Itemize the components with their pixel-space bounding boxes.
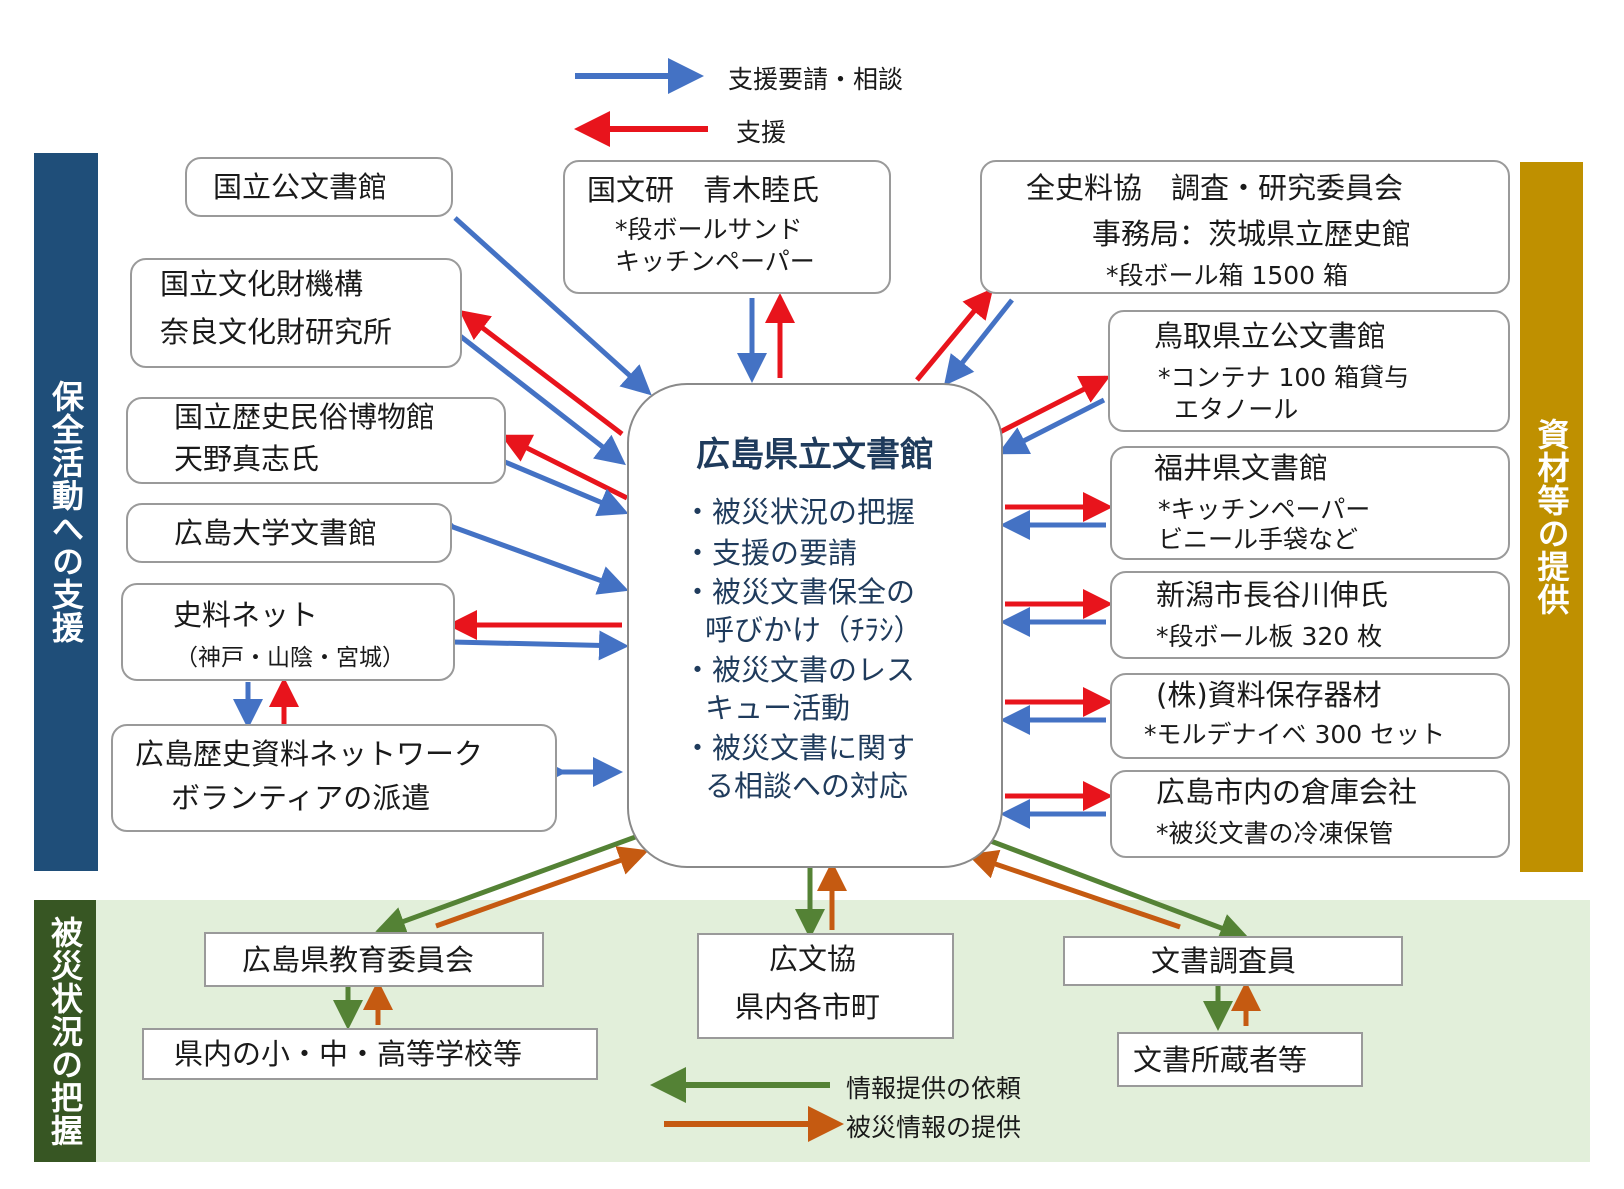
box-zenshiryokyo: 全史料協 調査・研究委員会 事務局：茨城県立歴史館 *段ボール箱 1500 箱 [980, 160, 1510, 294]
kokubunken-line1: 国文研 青木睦氏 [587, 173, 820, 207]
box-schools: 県内の小・中・高等学校等 [142, 1028, 598, 1080]
nara-line1: 国立文化財機構 [160, 267, 364, 301]
center-item-3b: 呼びかけ（ﾁﾗｼ） [705, 613, 923, 647]
center-item-5: ・被災文書に関す [683, 731, 916, 765]
shiryo-hozon-line2: *モルデナイベ 300 セット [1144, 720, 1446, 749]
box-board-of-education: 広島県教育委員会 [204, 932, 544, 987]
zenshiryokyo-line2: 事務局：茨城県立歴史館 [1092, 217, 1412, 251]
legend-support-label: 支援 [736, 118, 787, 147]
box-investigator: 文書調査員 [1063, 936, 1403, 986]
box-warehouse: 広島市内の倉庫会社 *被災文書の冷凍保管 [1110, 770, 1510, 858]
bottom-band-label: 被災状況の把握 [46, 915, 84, 1147]
box-kobunkyo: 広文協 県内各市町 [697, 933, 954, 1039]
center-item-1: ・被災状況の把握 [683, 495, 916, 529]
box-shiryo-net: 史料ネット （神戸・山陰・宮城） [121, 583, 455, 681]
box-owners: 文書所蔵者等 [1117, 1032, 1363, 1087]
fukui-line3: ビニール手袋など [1158, 525, 1359, 554]
shiryo-net-line1: 史料ネット [173, 598, 319, 632]
shiryo-hozon-line1: (株)資料保存器材 [1156, 678, 1382, 712]
board-label: 広島県教育委員会 [242, 943, 475, 977]
schools-label: 県内の小・中・高等学校等 [174, 1037, 523, 1071]
arrow-zenshiryokyo-request [915, 288, 994, 382]
center-item-3: ・被災文書保全の [683, 575, 916, 609]
left-band-label: 保全活動への支援 [47, 380, 85, 644]
tottori-line2: *コンテナ 100 箱貸与 [1158, 363, 1410, 392]
box-shiryo-hozon: (株)資料保存器材 *モルデナイベ 300 セット [1110, 673, 1510, 759]
arrow-univ-request [424, 504, 629, 595]
niigata-line1: 新潟市長谷川伸氏 [1156, 578, 1389, 612]
kokubunken-line3: キッチンペーパー [615, 247, 815, 276]
legend-request-label: 支援要請・相談 [728, 65, 904, 94]
right-band: 資材等の提供 [1520, 162, 1583, 872]
fukui-line2: *キッチンペーパー [1158, 495, 1371, 524]
shiryo-net-line2: （神戸・山陰・宮城） [175, 645, 405, 671]
hiroshima-univ-label: 広島大学文書館 [174, 516, 378, 550]
arrow-shiryonet-request [451, 630, 629, 661]
center-item-2: ・支援の要請 [683, 536, 858, 570]
nara-line2: 奈良文化財研究所 [160, 315, 393, 349]
tottori-line1: 鳥取県立公文書館 [1154, 319, 1387, 353]
kokubunken-line2: *段ボールサンド [615, 215, 803, 244]
arrow-rekihaku-support [500, 434, 629, 501]
arrow-nara-request [453, 330, 626, 466]
zenshiryokyo-line3: *段ボール箱 1500 箱 [1106, 261, 1349, 290]
center-box: 広島県立文書館 ・被災状況の把握 ・支援の要請 ・被災文書保全の 呼びかけ（ﾁﾗ… [627, 383, 1003, 868]
left-band: 保全活動への支援 [34, 153, 98, 871]
center-item-4: ・被災文書のレス [683, 653, 916, 687]
tottori-line3: エタノール [1174, 395, 1299, 424]
center-item-4b: キュー活動 [705, 691, 851, 725]
hiroshima-network-line1: 広島歴史資料ネットワーク [135, 737, 484, 771]
box-hiroshima-network: 広島歴史資料ネットワーク ボランティアの派遣 [111, 724, 557, 832]
arrow-national-archives [453, 216, 652, 396]
fukui-line1: 福井県文書館 [1154, 451, 1329, 485]
national-archives-label: 国立公文書館 [213, 170, 388, 204]
box-rekihaku: 国立歴史民俗博物館 天野真志氏 [126, 397, 506, 484]
box-kokubunken: 国文研 青木睦氏 *段ボールサンド キッチンペーパー [563, 160, 891, 294]
warehouse-line2: *被災文書の冷凍保管 [1156, 819, 1394, 848]
arrow-investigator-damage-info [967, 849, 1181, 930]
arrow-zenshiryokyo-support [943, 298, 1014, 386]
investigator-label: 文書調査員 [1151, 944, 1297, 978]
center-item-5b: る相談への対応 [705, 769, 909, 803]
box-niigata: 新潟市長谷川伸氏 *段ボール板 320 枚 [1110, 571, 1510, 659]
box-fukui: 福井県文書館 *キッチンペーパー ビニール手袋など [1110, 446, 1510, 560]
arrow-tottori-support [996, 375, 1111, 436]
arrow-tottori-request [997, 397, 1106, 455]
arrow-nara-support [459, 309, 624, 436]
arrow-board-info-request [375, 833, 639, 936]
box-national-archives: 国立公文書館 [185, 157, 453, 217]
rekihaku-line1: 国立歴史民俗博物館 [174, 400, 436, 434]
kobunkyo-line2: 県内各市町 [735, 990, 881, 1024]
arrow-board-damage-info [435, 846, 649, 929]
box-hiroshima-univ: 広島大学文書館 [126, 503, 452, 563]
legend-damage-info-label: 被災情報の提供 [846, 1113, 1022, 1142]
arrow-rekihaku-request [504, 459, 629, 517]
owners-label: 文書所蔵者等 [1133, 1043, 1308, 1077]
rekihaku-line2: 天野真志氏 [174, 442, 320, 476]
hiroshima-network-line2: ボランティアの派遣 [171, 781, 431, 815]
bottom-band: 被災状況の把握 [34, 900, 96, 1162]
legend-info-request-label: 情報提供の依頼 [846, 1074, 1022, 1103]
box-tottori: 鳥取県立公文書館 *コンテナ 100 箱貸与 エタノール [1108, 310, 1510, 432]
right-band-label: 資材等の提供 [1532, 418, 1571, 616]
zenshiryokyo-line1: 全史料協 調査・研究委員会 [1026, 171, 1404, 205]
niigata-line2: *段ボール板 320 枚 [1156, 622, 1383, 651]
kobunkyo-line1: 広文協 [769, 942, 857, 976]
arrow-investigator-info-request [987, 837, 1250, 943]
center-title: 広島県立文書館 [696, 435, 934, 475]
warehouse-line1: 広島市内の倉庫会社 [1156, 775, 1418, 809]
box-nara-institute: 国立文化財機構 奈良文化財研究所 [130, 258, 462, 368]
